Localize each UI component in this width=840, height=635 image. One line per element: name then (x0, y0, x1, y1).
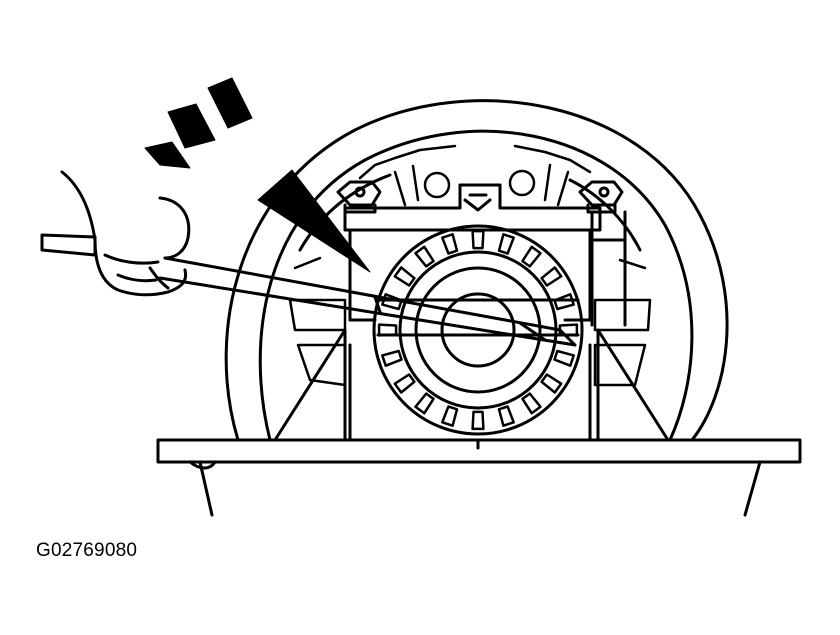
gear-slot (381, 293, 403, 311)
gear-slot (497, 233, 515, 255)
upper-flange (358, 144, 592, 207)
gear-slot (471, 410, 485, 431)
gear-slots (377, 229, 579, 431)
gear-slot (393, 266, 416, 287)
gear-slot (381, 349, 403, 367)
hand (60, 170, 191, 297)
ring-gear (372, 224, 584, 436)
base-plate (156, 438, 802, 517)
figure-code: G02769080 (36, 540, 138, 561)
outer-drum (224, 99, 729, 442)
gear-slot (553, 293, 575, 311)
gear-slot (553, 349, 575, 367)
gear-slot (521, 245, 542, 268)
technical-illustration (40, 77, 802, 517)
gear-slot (497, 405, 515, 427)
axle-bar (376, 298, 580, 337)
gear-slot (521, 392, 542, 415)
gear-slot (540, 373, 563, 394)
bolt-left (336, 180, 382, 214)
gear-slot (441, 405, 459, 427)
gear-slot (471, 229, 485, 250)
gear-slot (414, 245, 435, 268)
gear-slot (540, 266, 563, 287)
support-legs (273, 328, 670, 442)
gear-slot (441, 233, 459, 255)
gear-slot (393, 373, 416, 394)
bolt-right (578, 180, 627, 327)
gear-slot (414, 392, 435, 415)
impact-marks (144, 77, 371, 273)
bearing-cap (343, 183, 602, 442)
